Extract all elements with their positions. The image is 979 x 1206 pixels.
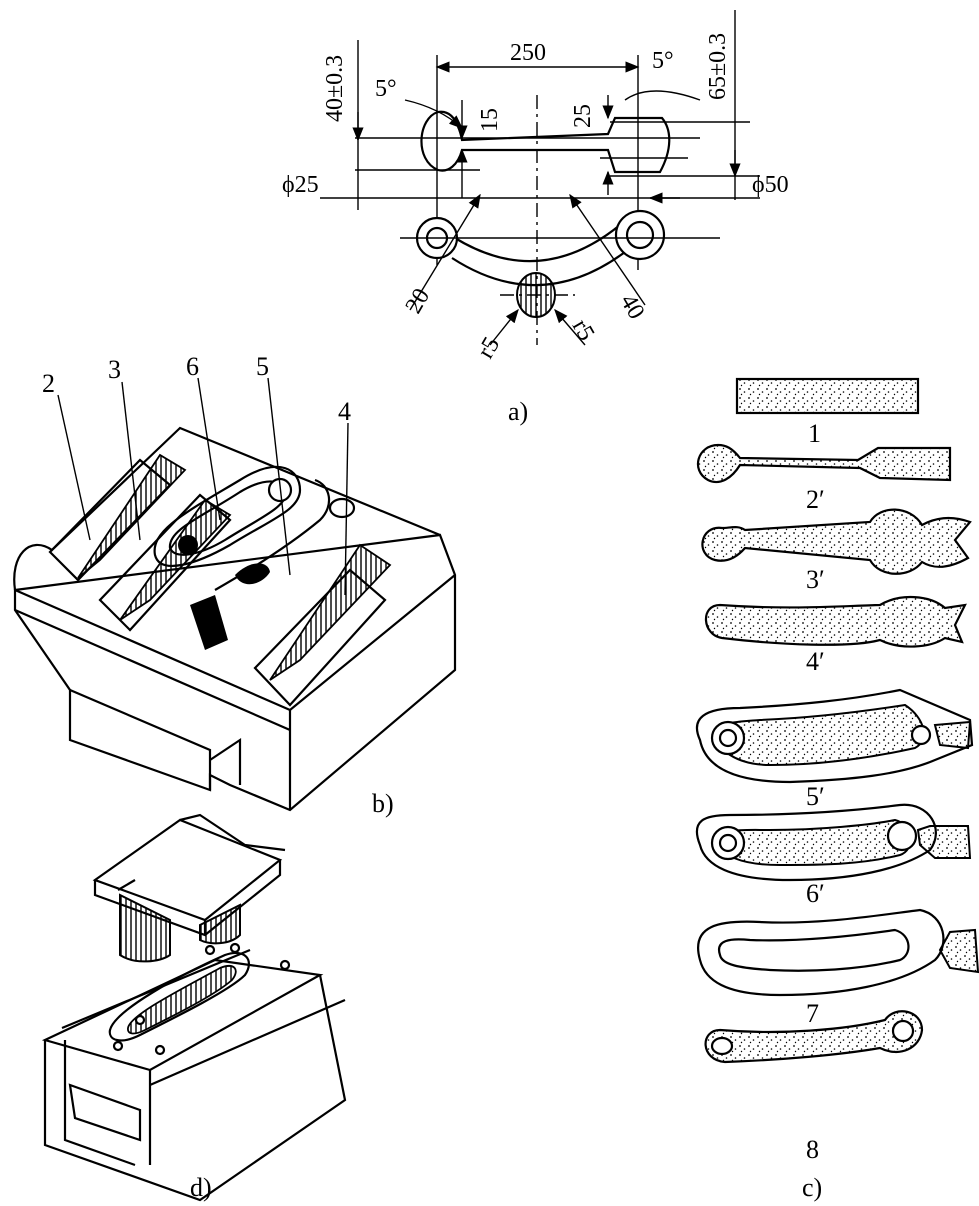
label-3: 3 (108, 355, 121, 384)
label-5: 5 (256, 352, 269, 381)
label-2: 2 (42, 369, 55, 398)
panel-c-sequence: 1 2′ 3′ 4′ 5′ 6′ 7 8 c) (695, 377, 979, 1202)
panel-b-die-block: 2 3 6 5 4 b) (13, 352, 457, 818)
dim-25: 25 (570, 104, 596, 128)
dim-r5-left: r5 (473, 333, 506, 363)
panel-d-die-assembly: d) (41, 813, 347, 1202)
dim-40-tol: 40±0.3 (322, 55, 348, 122)
label-4: 4 (338, 397, 351, 426)
angle-left: 5° (375, 76, 397, 102)
panel-a-part-drawing: 250 40±0.3 65±0.3 5° 5° 15 25 ϕ25 ϕ50 (282, 10, 789, 426)
label-6: 6 (186, 352, 199, 381)
angle-right: 5° (652, 48, 674, 74)
die-channels (48, 453, 392, 707)
dim-r5-right: r5 (567, 315, 600, 345)
part-top-view (355, 110, 750, 174)
dim-40: 40 (615, 290, 650, 324)
stage-7: 7 (806, 999, 819, 1028)
stage-6p: 6′ (806, 879, 825, 908)
stage-2p: 2′ (806, 485, 825, 514)
dim-20: 20 (401, 284, 436, 318)
stage-1: 1 (808, 419, 821, 448)
stage-8: 8 (806, 1135, 819, 1164)
stage-4p: 4′ (806, 647, 825, 676)
stage-5p: 5′ (806, 782, 825, 811)
dim-15: 15 (477, 108, 503, 132)
caption-a: a) (508, 397, 528, 426)
dim-phi50: ϕ50 (752, 172, 789, 198)
dim-250: 250 (510, 40, 546, 66)
caption-d: d) (190, 1173, 212, 1202)
caption-c: c) (802, 1173, 822, 1202)
part-plan-view (400, 209, 720, 318)
dim-phi25: ϕ25 (282, 172, 319, 198)
caption-b: b) (372, 789, 394, 818)
stage-3p: 3′ (806, 565, 825, 594)
dim-65-tol: 65±0.3 (705, 33, 731, 100)
